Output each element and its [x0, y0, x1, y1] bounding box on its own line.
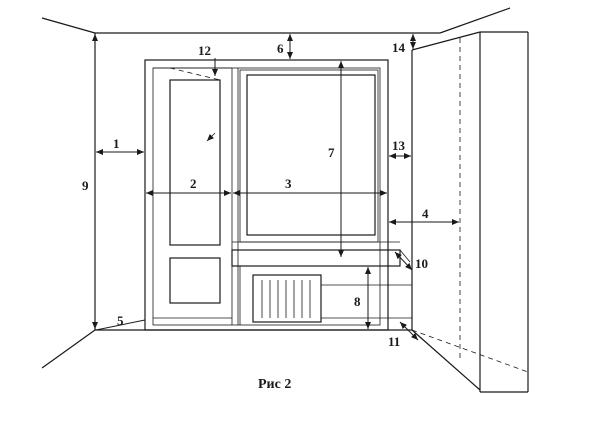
window-outer-frame — [144, 59, 389, 331]
dimension-labels: 1 2 3 4 5 6 7 8 9 10 11 12 13 14 — [82, 40, 429, 349]
dim-label-9: 9 — [82, 178, 89, 193]
sill-radiator — [231, 241, 412, 325]
dim-label-10: 10 — [415, 256, 428, 271]
dim-label-14: 14 — [392, 40, 406, 55]
wardrobe-top-diagonal — [411, 31, 481, 51]
dim-label-7: 7 — [328, 145, 335, 160]
sill-right-return — [399, 249, 411, 263]
floor-right-diagonal — [411, 329, 481, 391]
window-sill — [231, 249, 401, 267]
balcony-door-upper-glass — [169, 79, 221, 246]
ceiling-right-diagonal — [439, 7, 511, 34]
radiator — [252, 274, 322, 323]
wardrobe — [411, 31, 529, 393]
dim-label-8: 8 — [354, 294, 361, 309]
window-glass-pane — [246, 74, 376, 236]
floor-left-diagonal — [41, 329, 96, 369]
dim-label-11: 11 — [388, 334, 400, 349]
dim-label-6: 6 — [277, 41, 284, 56]
dim-label-5: 5 — [117, 313, 124, 328]
figure-caption: Рис 2 — [258, 377, 291, 392]
dim-label-1: 1 — [113, 136, 120, 151]
dim-line-10 — [394, 251, 413, 271]
dim-line-5 — [95, 319, 146, 331]
window-sash — [239, 69, 379, 243]
wardrobe-floor-hidden — [411, 329, 529, 373]
dim-label-2: 2 — [190, 176, 197, 191]
balcony-door-lower-panel — [169, 257, 221, 304]
door-handle-arrow — [206, 132, 216, 142]
ceiling-line — [41, 17, 96, 34]
dim-label-4: 4 — [422, 206, 429, 221]
door-hinge-hint — [169, 67, 221, 81]
window-frame — [144, 59, 389, 331]
window-inner-frame — [152, 67, 381, 326]
dim-label-13: 13 — [392, 138, 406, 153]
dim-line-11 — [399, 321, 419, 341]
dim-label-3: 3 — [285, 176, 292, 191]
dim-label-12: 12 — [198, 43, 211, 58]
dimension-lines — [92, 34, 459, 341]
room-outline — [41, 7, 511, 391]
